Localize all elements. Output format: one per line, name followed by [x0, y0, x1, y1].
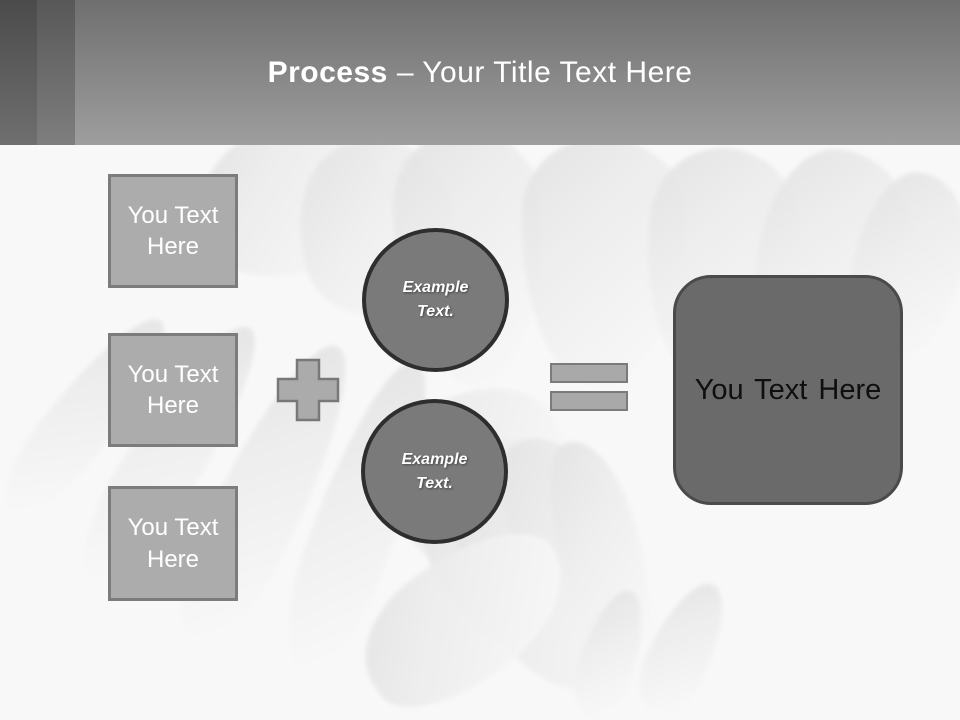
equals-bar-top — [550, 363, 628, 383]
input-box-2-label: You Text Here — [127, 360, 219, 419]
input-box-3: You Text Here — [108, 486, 238, 601]
slide-title: Process – Your Title Text Here — [0, 0, 960, 145]
example-circle-1: Example Text. — [362, 228, 509, 372]
title-bar: Process – Your Title Text Here — [0, 0, 960, 145]
slide-title-rest: – Your Title Text Here — [396, 55, 693, 89]
example-circle-2: Example Text. — [361, 399, 508, 544]
input-box-1-label: You Text Here — [127, 201, 219, 260]
input-box-3-label: You Text Here — [127, 514, 219, 573]
accent-stripe-dark — [0, 0, 37, 145]
result-box-label: You Text Here — [694, 373, 882, 406]
slide-title-emphasis: Process — [267, 55, 388, 89]
result-box: You Text Here — [673, 275, 903, 505]
example-circle-2-label: Example Text. — [401, 450, 468, 492]
equals-bar-bottom — [550, 391, 628, 411]
accent-stripe-medium — [37, 0, 75, 145]
input-box-2: You Text Here — [108, 333, 238, 447]
plus-icon — [276, 358, 340, 422]
example-circle-1-label: Example Text. — [402, 279, 469, 320]
input-box-1: You Text Here — [108, 174, 238, 288]
equals-icon — [550, 363, 628, 411]
